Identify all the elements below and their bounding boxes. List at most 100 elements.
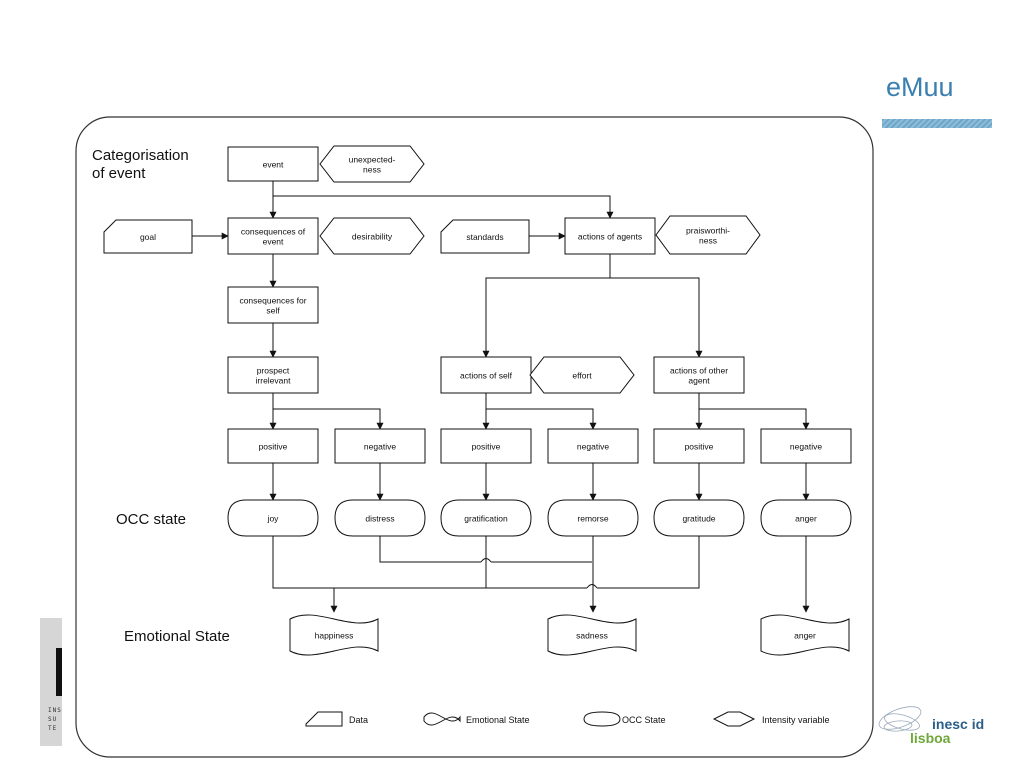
legend-swatch xyxy=(305,711,343,727)
node-label: positive xyxy=(472,442,501,452)
connector-line xyxy=(273,408,384,430)
node-label: positive xyxy=(685,442,714,452)
node-label: consequences for xyxy=(239,296,306,306)
node-standards: standards xyxy=(440,219,530,254)
node-anger-emo: anger xyxy=(760,614,850,656)
node-label: gratitude xyxy=(682,514,715,524)
connector-line xyxy=(486,408,597,430)
node-desirability: desirability xyxy=(319,217,425,255)
section-label-occ-state: OCC state xyxy=(116,511,186,528)
node-pos3: positive xyxy=(653,428,745,464)
connector-line xyxy=(699,408,810,430)
node-neg2: negative xyxy=(547,428,639,464)
node-label: gratification xyxy=(464,514,508,524)
node-happiness: happiness xyxy=(289,614,379,656)
legend-label: Emotional State xyxy=(466,715,530,725)
connector-line xyxy=(597,536,700,589)
node-label: actions of self xyxy=(460,371,513,381)
node-label: praisworthi- xyxy=(686,226,730,236)
node-praiseworthiness: praisworthi-ness xyxy=(655,215,761,255)
node-label: remorse xyxy=(577,514,608,524)
diagram-connectors xyxy=(192,181,810,613)
legend-swatch xyxy=(712,711,756,727)
node-actions-self: actions of self xyxy=(440,356,532,394)
title-underline-bar xyxy=(882,119,992,128)
institution-logo-left: INS SU TE xyxy=(40,618,62,746)
logo-word-inesc: inesc id xyxy=(932,716,985,732)
logo-word-lisboa: lisboa xyxy=(910,730,951,746)
node-joy: joy xyxy=(227,499,319,537)
logo-left-text: INS SU TE xyxy=(48,707,62,732)
legend-item: Data xyxy=(305,711,368,727)
legend-swatch xyxy=(423,712,461,726)
diagram-legend: Data Emotional State OCC State Intensity va… xyxy=(305,711,830,727)
node-label: event xyxy=(263,237,284,247)
legend-item: Emotional State xyxy=(423,712,530,726)
legend-item: Intensity variable xyxy=(712,711,830,727)
node-label: effort xyxy=(572,371,592,381)
node-goal: goal xyxy=(103,219,193,254)
legend-label: OCC State xyxy=(622,715,666,725)
node-label: prospect xyxy=(257,366,290,376)
node-sadness: sadness xyxy=(547,614,637,656)
node-remorse: remorse xyxy=(547,499,639,537)
node-label: unexpected- xyxy=(349,155,396,165)
node-actions-agents: actions of agents xyxy=(564,217,656,255)
node-label: ness xyxy=(699,236,717,246)
legend-item: OCC State xyxy=(583,711,666,727)
section-label-categorisation: of event xyxy=(92,165,146,182)
node-pos2: positive xyxy=(440,428,532,464)
node-label: negative xyxy=(577,442,609,452)
node-label: negative xyxy=(790,442,822,452)
connector-line xyxy=(273,195,614,219)
inesc-id-lisboa-logo: inesc id lisboa xyxy=(872,696,992,752)
node-label: distress xyxy=(365,514,394,524)
legend-swatch xyxy=(583,711,621,727)
logo-shape xyxy=(56,648,62,696)
node-label: consequences of xyxy=(241,227,306,237)
node-pos1: positive xyxy=(227,428,319,464)
logo-swirl-icon xyxy=(878,706,922,732)
node-anger-occ: anger xyxy=(760,499,852,537)
node-label: irrelevant xyxy=(256,376,292,386)
node-neg3: negative xyxy=(760,428,852,464)
node-label: event xyxy=(263,160,284,170)
connector-line xyxy=(379,536,481,563)
node-label: actions of other xyxy=(670,366,728,376)
node-label: positive xyxy=(259,442,288,452)
node-label: happiness xyxy=(315,631,354,641)
node-label: standards xyxy=(466,232,503,242)
node-unexpectedness: unexpected-ness xyxy=(319,145,425,183)
connector-line xyxy=(610,277,703,358)
node-label: joy xyxy=(267,514,280,524)
slide-title: eMuu xyxy=(886,72,954,102)
node-label: ness xyxy=(363,165,381,175)
node-label: sadness xyxy=(576,631,608,641)
node-label: anger xyxy=(795,514,817,524)
node-label: goal xyxy=(140,232,156,242)
node-label: actions of agents xyxy=(578,232,642,242)
node-effort: effort xyxy=(529,356,635,394)
connector-line xyxy=(482,254,611,358)
node-label: desirability xyxy=(352,232,393,242)
node-gratitude: gratitude xyxy=(653,499,745,537)
node-label: negative xyxy=(364,442,396,452)
node-gratification: gratification xyxy=(440,499,532,537)
node-label: anger xyxy=(794,631,816,641)
legend-label: Data xyxy=(349,715,368,725)
node-neg1: negative xyxy=(334,428,426,464)
node-distress: distress xyxy=(334,499,426,537)
node-event: event xyxy=(227,146,319,182)
node-label: self xyxy=(266,306,280,316)
node-label: agent xyxy=(688,376,710,386)
connector-line xyxy=(272,536,587,589)
section-label-categorisation: Categorisation xyxy=(92,147,189,164)
section-label-emotional-state: Emotional State xyxy=(124,628,230,645)
